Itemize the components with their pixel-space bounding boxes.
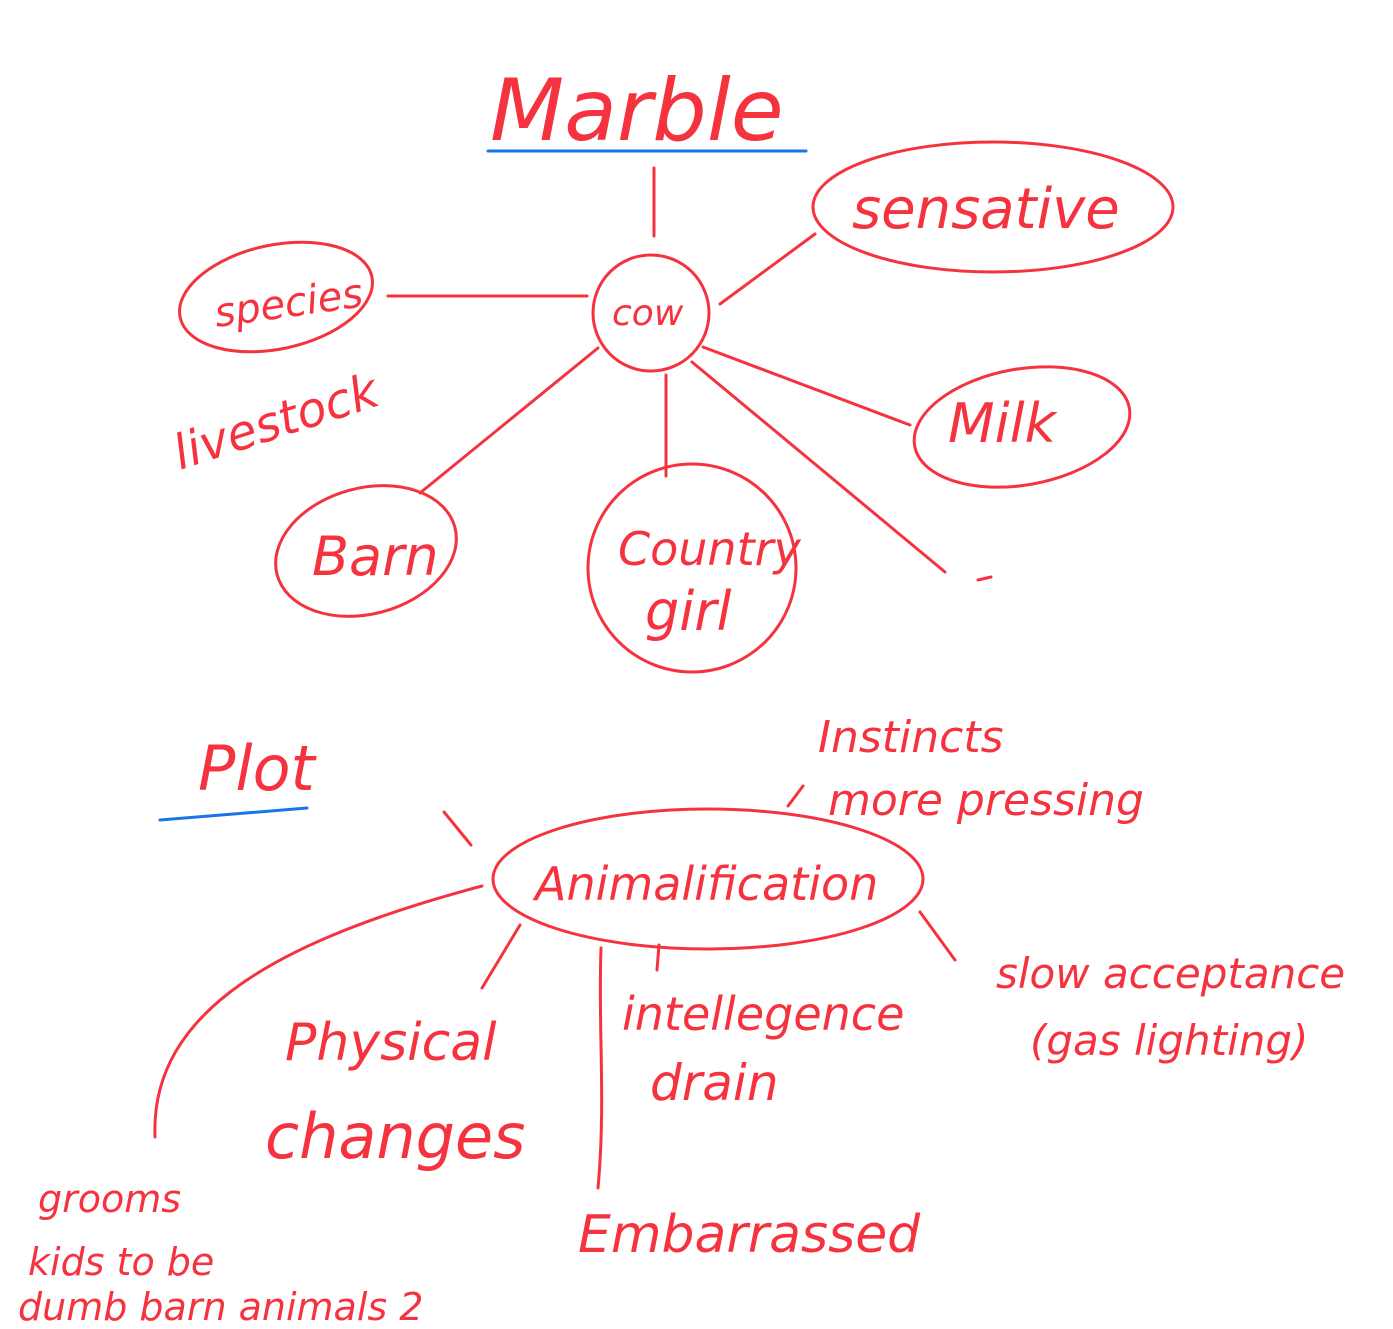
connector-slow xyxy=(918,910,957,962)
embarrassed-label: Embarrassed xyxy=(578,1205,921,1265)
node-milk-label: Milk xyxy=(948,392,1059,455)
title-marble: Marble xyxy=(490,61,784,161)
node-girl-label: girl xyxy=(645,580,731,643)
changes-label: changes xyxy=(265,1100,525,1173)
plot-underline xyxy=(158,806,309,822)
connector-barn xyxy=(418,346,600,495)
connector-grooms xyxy=(153,884,484,1139)
connector-physical xyxy=(480,923,522,990)
connector-dash xyxy=(690,360,947,574)
connector-instincts xyxy=(786,784,805,808)
connector-left-tick xyxy=(442,810,473,847)
node-country-label: Country xyxy=(618,522,802,576)
node-sensitive xyxy=(811,140,1175,274)
connector-intelligence xyxy=(655,943,661,972)
connector-embarrassed xyxy=(596,946,604,1190)
instincts-label: Instincts xyxy=(818,712,1004,763)
plot-center-ellipse xyxy=(491,807,925,951)
node-milk xyxy=(912,365,1132,489)
grooms-label: grooms xyxy=(38,1177,181,1221)
center-node-circle xyxy=(591,253,711,373)
node-country-girl xyxy=(586,462,798,674)
node-livestock-label: livestock xyxy=(166,362,387,481)
kids-to-be-label: kids to be xyxy=(28,1240,214,1284)
center-node-label: cow xyxy=(612,293,684,334)
physical-label: Physical xyxy=(285,1013,497,1073)
plot-center-label: Animalification xyxy=(532,857,878,911)
slow-acceptance-label: slow acceptance xyxy=(996,949,1345,998)
more-pressing-label: more pressing xyxy=(828,775,1144,826)
intelligence-label: intellegence xyxy=(622,987,904,1041)
node-species xyxy=(178,240,374,354)
connector-milk xyxy=(701,345,912,427)
node-barn xyxy=(274,484,458,618)
dash-mark xyxy=(976,575,993,582)
gas-lighting-label: (gas lighting) xyxy=(1030,1016,1308,1065)
node-barn-label: Barn xyxy=(312,525,439,588)
plot-title: Plot xyxy=(198,732,318,805)
connector-sensitive xyxy=(718,232,817,306)
drain-label: drain xyxy=(650,1054,779,1112)
dumb-barn-animals-label: dumb barn animals 2 xyxy=(18,1285,423,1329)
node-sensitive-label: sensative xyxy=(852,177,1120,242)
